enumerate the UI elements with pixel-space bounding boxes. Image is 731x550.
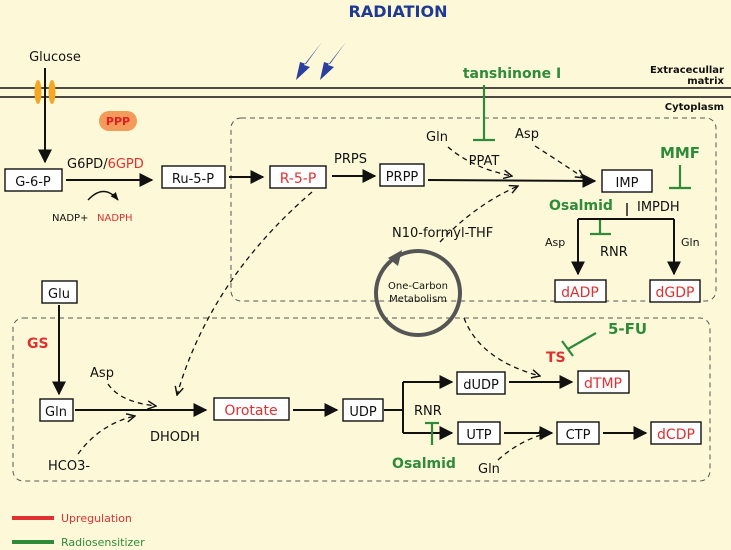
legend-radiosensitizer-label: Radiosensitizer [61,536,145,549]
nadph-label: NADPH [97,213,133,224]
osalmid-top-label: Osalmid [549,198,613,214]
gln-lower-label: Gln [478,462,500,477]
extracellular-label-2: matrix [687,76,724,87]
one-carbon-label-1: One-Carbon [388,281,448,292]
cell-membrane [0,87,731,98]
dcdp-node: dCDP [657,427,695,443]
gln-branch-label: Gln [681,236,700,249]
glucose-label: Glucose [29,50,81,65]
ppat-label: PPAT [469,154,500,169]
ru5p-node: Ru-5-P [172,172,214,187]
gln-top-label: Gln [426,130,448,145]
purine-compartment [230,117,717,302]
radiation-arrows-icon [296,42,346,80]
utp-node: UTP [466,428,491,443]
ts-label: TS [546,350,566,366]
dhodh-label: DHODH [150,430,200,445]
g6p-node: G-6-P [15,175,51,190]
pyrimidine-compartment [12,317,711,482]
g6pd-red: 6GPD [108,157,144,172]
gln-bottom-node: Gln [45,405,67,420]
rnr-top-label: RNR [600,245,628,260]
prpp-node: PRPP [386,170,419,185]
dudp-node: dUDP [463,378,499,393]
imp-node: IMP [616,176,639,191]
orotate-node: Orotate [224,403,277,419]
one-carbon-cycle [374,249,462,337]
n10-formyl-thf-label: N10-formyl-THF [392,226,493,241]
fu-label: 5-FU [608,320,647,338]
ppp-label: PPP [106,115,130,128]
ctp-node: CTP [566,428,591,443]
title: RADIATION [349,2,448,21]
hco3-label: HCO3- [48,459,90,474]
asp-top-label: Asp [515,127,539,142]
r5p-node: R-5-P [280,171,317,187]
tanshinone-label: tanshinone I [463,66,561,82]
glucose-transporter-icon [34,80,56,104]
extracellular-label-1: Extracecullar [650,65,724,76]
dadp-node: dADP [561,285,599,301]
legend-upregulation-label: Upregulation [61,512,132,525]
udp-node: UDP [349,405,377,420]
gs-label: GS [27,336,49,352]
g6pd-black: G6PD/ [67,157,108,172]
dgdp-node: dGDP [656,285,695,301]
prps-label: PRPS [334,152,367,167]
ppp-badge [99,111,137,131]
g6pd-label: G6PD/6GPD [67,157,144,172]
osalmid-bottom-label: Osalmid [392,456,456,472]
cytoplasm-label: Cytoplasm [665,102,724,113]
nadp-label: NADP+ [52,213,88,224]
glu-node: Glu [48,287,70,302]
asp-branch-label: Asp [545,236,565,249]
asp-bottom-label: Asp [90,366,114,381]
dtmp-node: dTMP [584,376,622,392]
impdh-label: IMPDH [637,200,680,215]
rnr-bottom-label: RNR [414,404,442,419]
one-carbon-label-2: Metabolism [389,294,447,305]
mmf-label: MMF [660,144,700,162]
